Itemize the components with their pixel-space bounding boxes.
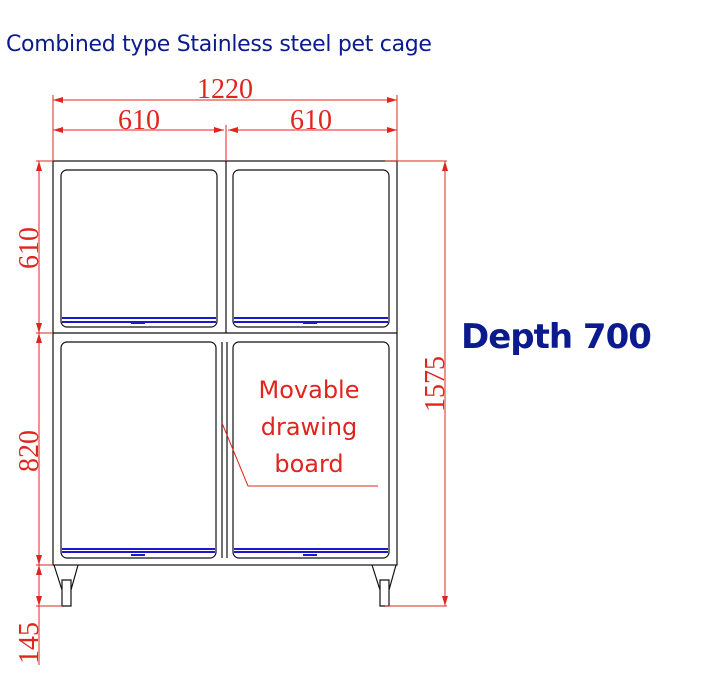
annotation-leader [221,422,378,487]
dim-lower-height: 820 [14,430,45,472]
lower-left-door [60,341,217,559]
dim-total-width: 1220 [197,74,253,105]
diagram-title: Combined type Stainless steel pet cage [6,32,432,57]
upper-left-door [60,169,218,328]
dimension-lines [36,95,448,665]
upper-right-door [232,169,390,328]
annotation-line: Movable [258,376,360,404]
right-leg [371,564,397,607]
door-handles [62,317,388,556]
left-leg [53,564,79,607]
dim-upper-height: 610 [14,227,45,269]
dim-right-width: 610 [290,105,332,136]
movable-board-annotation: Movable drawing board [246,372,372,483]
dim-left-width: 610 [118,105,160,136]
annotation-line: drawing [260,413,358,441]
annotation-line: board [274,450,344,478]
dim-leg-height: 145 [14,622,45,664]
dim-total-height: 1575 [420,356,451,412]
depth-label: Depth 700 [461,317,652,357]
